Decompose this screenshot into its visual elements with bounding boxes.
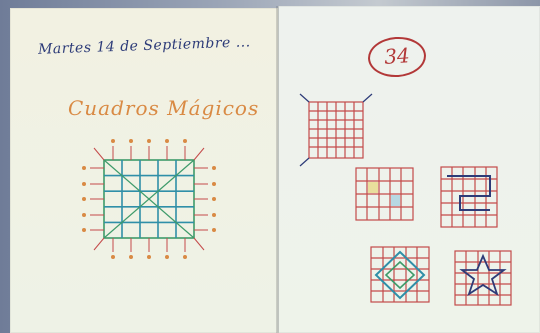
grid-drawing-5: [455, 251, 511, 305]
grid-drawing-2: [356, 168, 413, 220]
grid-drawing-4: [371, 247, 429, 302]
large-grid-drawing: [82, 139, 216, 259]
grid-drawing-1: [300, 94, 372, 166]
grid-drawing-3: [441, 167, 497, 227]
